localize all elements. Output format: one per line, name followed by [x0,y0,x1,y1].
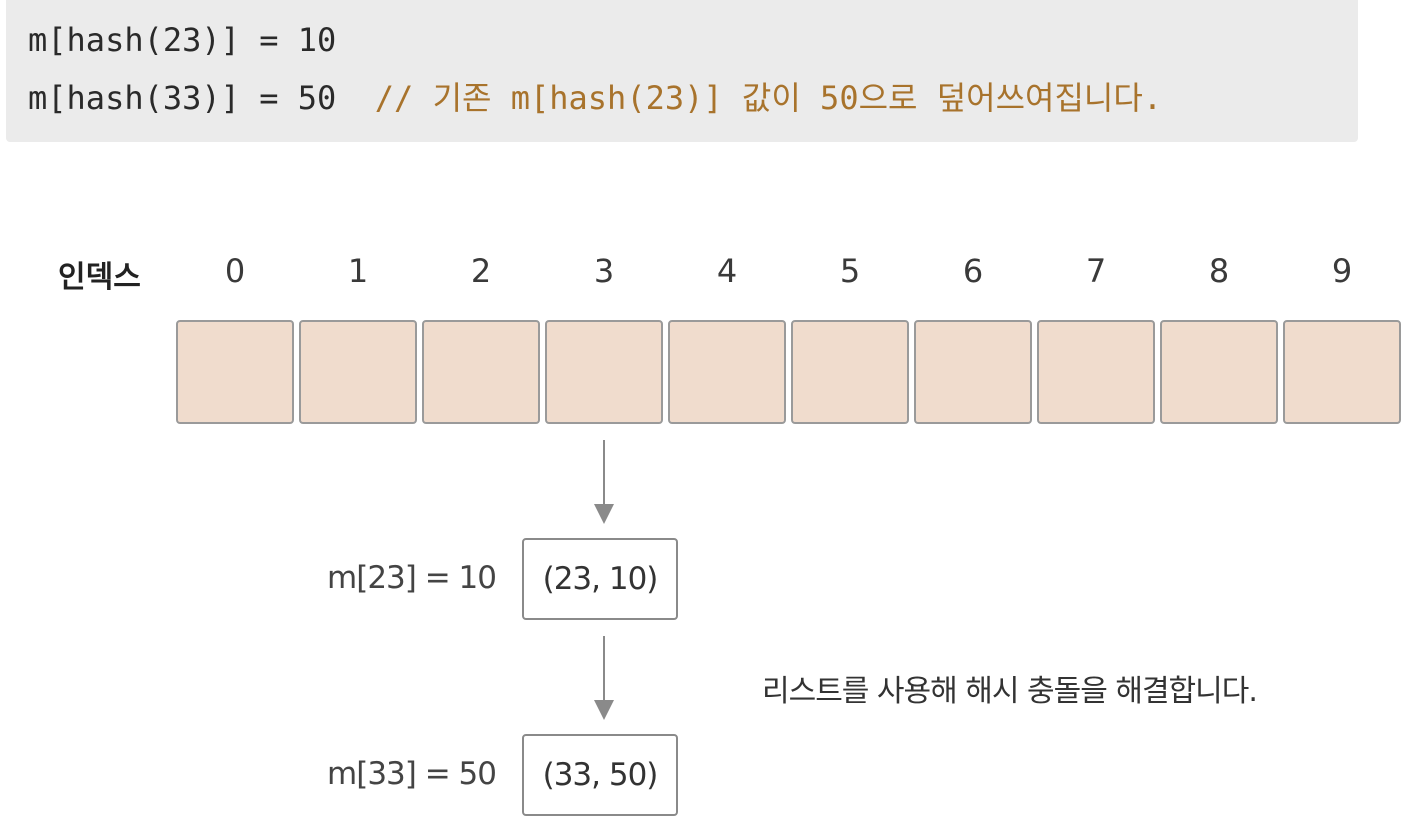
code-line-1: m[hash(23)] = 10 [28,21,337,59]
chain-entry-node: (23, 10) [522,538,678,620]
hash-bucket-2 [422,320,540,424]
code-line-2-code: m[hash(33)] = 50 [28,79,375,117]
index-number: 4 [716,252,738,290]
arrow-down-icon [594,440,614,524]
hash-bucket-4 [668,320,786,424]
index-label: 인덱스 [58,260,141,295]
index-number: 9 [1331,252,1353,290]
index-number: 3 [593,252,615,290]
hash-bucket-7 [1037,320,1155,424]
index-number: 5 [839,252,861,290]
hash-bucket-3 [545,320,663,424]
index-number: 6 [962,252,984,290]
hash-bucket-1 [299,320,417,424]
index-number: 1 [347,252,369,290]
chain-entry-label: m[23] = 10 [327,560,497,596]
index-number: 8 [1208,252,1230,290]
chain-entry-node: (33, 50) [522,734,678,816]
index-number: 7 [1085,252,1107,290]
arrow-down-icon [594,636,614,720]
collision-note: 리스트를 사용해 해시 충돌을 해결합니다. [762,674,1258,709]
hash-bucket-0 [176,320,294,424]
code-line-2: m[hash(33)] = 50 // 기존 m[hash(23)] 값이 50… [28,78,1162,118]
hash-bucket-5 [791,320,909,424]
index-number: 0 [224,252,246,290]
hash-bucket-8 [1160,320,1278,424]
code-comment: // 기존 m[hash(23)] 값이 50으로 덮어쓰여집니다. [374,79,1163,117]
hash-bucket-9 [1283,320,1401,424]
code-block: m[hash(23)] = 10 m[hash(33)] = 50 // 기존 … [6,0,1358,142]
chain-entry-label: m[33] = 50 [327,756,497,792]
index-number: 2 [470,252,492,290]
hash-bucket-6 [914,320,1032,424]
